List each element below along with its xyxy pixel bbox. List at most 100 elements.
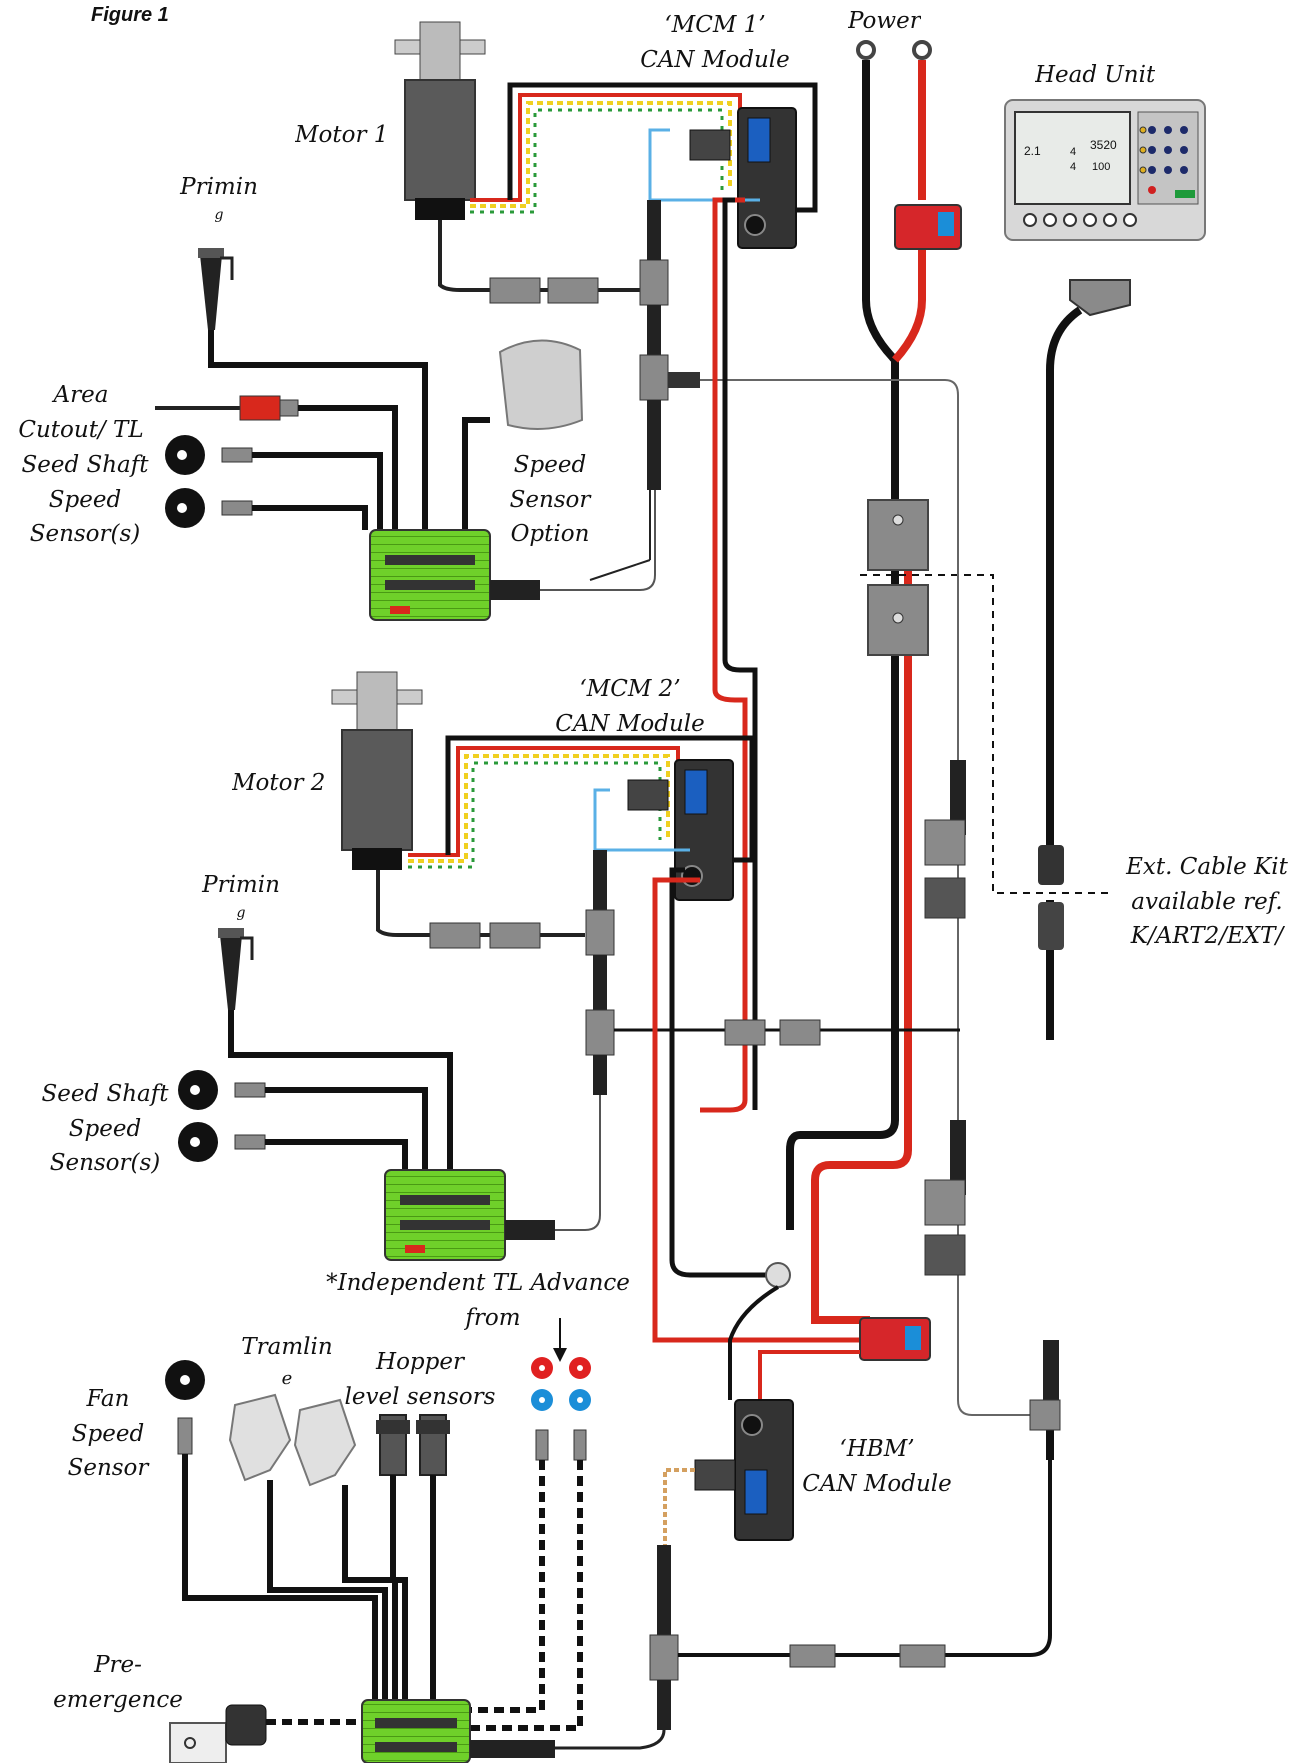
speed-sensor-group	[462, 339, 584, 530]
junction-box-3	[361, 1699, 555, 1763]
motor2-body	[341, 729, 413, 851]
pre-emergence-label: Pre- emergence	[48, 1648, 188, 1717]
ext-cable-dashed-bracket	[860, 574, 1112, 894]
mcm1-sleeve-1	[647, 200, 661, 260]
priming1-label: Primin g	[164, 170, 274, 234]
motor1-top	[419, 21, 461, 83]
bus-tee-right	[1029, 1399, 1061, 1431]
speed-sensor-label-line1: Speed	[513, 452, 587, 478]
head-unit-mid-value-2: 4	[1070, 161, 1076, 173]
hbm-fuse-window	[905, 1326, 921, 1350]
junction-box-3-body	[361, 1699, 471, 1763]
independent-tl-label-line1: *Independent TL Advance	[326, 1270, 630, 1296]
head-unit-soft-keys	[1023, 213, 1137, 227]
junction-box-3-terminals-b	[375, 1742, 457, 1752]
head-unit: 2.1 4 4 3520 100	[1004, 99, 1206, 241]
mcm1-label-line2: CAN Module	[640, 46, 790, 73]
mcm2-black-down	[669, 867, 770, 1278]
motor1-cable	[438, 220, 640, 292]
head-unit-keypad-keys	[1148, 126, 1188, 174]
tl-sensor-a	[535, 1429, 549, 1461]
head-unit-label: Head Unit	[1035, 62, 1156, 88]
fan-speed-label: Fan Speed Sensor	[58, 1382, 158, 1480]
priming2-hook	[240, 936, 254, 960]
hbm-connector-blue	[744, 1469, 768, 1515]
priming1-group	[198, 248, 428, 530]
head-unit-side-buttons	[1139, 126, 1147, 174]
hopper-sensor-a-cap	[376, 1420, 410, 1434]
hbm-small-connector	[694, 1459, 736, 1491]
tramline-cable-b	[342, 1485, 398, 1700]
tramline-group	[228, 1393, 398, 1700]
seed-shaft1-label: Seed Shaft Speed Sensor(s)	[10, 448, 160, 546]
junction-box-2-out-cable	[555, 1095, 601, 1231]
seed-shaft2-cable-b	[265, 1139, 408, 1170]
mcm2-small-connector	[627, 779, 669, 811]
power-splice-to-hbm	[728, 1285, 780, 1400]
mcm1-label-line1: ‘MCM 1’	[664, 12, 766, 38]
seed-shaft2-group	[178, 1070, 428, 1170]
junction-box-1-gland	[490, 580, 540, 600]
motor1-body	[404, 79, 476, 201]
tramline-label: Tramlin e	[232, 1330, 342, 1392]
seed-shaft2-label-line1: Seed Shaft	[41, 1081, 169, 1107]
seed-shaft1-sensor-a	[221, 447, 253, 463]
junction-box-2-label	[405, 1245, 425, 1253]
seed-shaft1-wheel-a-hub	[177, 450, 187, 460]
area-cutout-label-line2: Cutout/ TL	[18, 416, 144, 443]
mcm2-label: ‘MCM 2’ CAN Module	[545, 672, 715, 741]
tramline-valve-a	[228, 1393, 292, 1482]
power-splice	[728, 1262, 931, 1410]
hbm-label: ‘HBM’ CAN Module	[792, 1432, 962, 1501]
area-cutout-plug-cap	[279, 399, 299, 417]
priming1-label-line1: Primin	[180, 174, 258, 200]
tramline-valve-b	[293, 1398, 357, 1487]
hbm-sleeve-1	[657, 1545, 671, 1635]
bus-connector-4	[950, 1120, 966, 1195]
fan-speed-group	[165, 1360, 378, 1700]
hbm-side-connector-b	[899, 1644, 946, 1668]
priming2-label: Primin g	[186, 868, 296, 932]
seed-shaft1-cable-b	[252, 505, 368, 530]
hbm-tee	[649, 1634, 679, 1681]
head-unit-cable-sleeve-lower	[1043, 1340, 1059, 1400]
tramline-label-line1: Tramlin	[241, 1334, 333, 1360]
ext-cable-label: Ext. Cable Kit available ref. K/ART2/EXT…	[1112, 850, 1302, 946]
tl-sensor-b	[573, 1429, 587, 1461]
fan-speed-label-line1: Fan	[86, 1386, 130, 1412]
mcm1-small-connector	[689, 129, 731, 161]
hbm-wire-bundle	[663, 1468, 695, 1545]
bus-connector-5	[924, 1179, 966, 1226]
priming1-cap	[198, 248, 224, 258]
independent-tl-label-line2: from	[465, 1304, 521, 1331]
hbm-to-box-cable	[555, 1729, 666, 1750]
seed-shaft1-cable-a	[252, 452, 383, 530]
power-cable-group	[786, 40, 962, 1324]
tl-led-red-a-dot	[539, 1365, 545, 1371]
junction-box-1-terminals-a	[385, 555, 475, 565]
junction-box-1-out-cable	[490, 490, 656, 591]
mcm1-mount	[744, 214, 766, 236]
junction-box-2-body	[384, 1169, 506, 1261]
power-cable-red-lower	[811, 245, 926, 1324]
fan-speed-sensor	[177, 1417, 193, 1455]
mcm1-sleeve-3	[647, 400, 661, 490]
anderson-plug-top-pin	[892, 514, 904, 526]
mcm1-connector-blue	[747, 117, 771, 163]
speed-sensor-cable	[462, 417, 490, 530]
seed-shaft1-label-line3: Sensor(s)	[29, 521, 141, 546]
mcm2-label-line2: CAN Module	[555, 710, 705, 737]
speed-sensor-label-line2: Sensor	[509, 486, 591, 513]
fan-speed-label-line2: Speed	[71, 1420, 145, 1447]
seed-shaft1-group	[165, 435, 383, 530]
power-splice-node	[765, 1262, 791, 1288]
bus-connector-6	[924, 1234, 966, 1276]
mcm1-black-down	[722, 197, 758, 1110]
head-unit-left-value: 2.1	[1024, 144, 1041, 158]
pre-emergence-valve-port	[184, 1737, 196, 1749]
ext-cable-label-line3: K/ART2/EXT/	[1130, 923, 1284, 946]
priming2-group	[218, 928, 453, 1170]
ext-cable-connector-lower	[1038, 902, 1064, 950]
hbm-sleeve-2	[657, 1680, 671, 1730]
bus-connector-1	[950, 760, 966, 835]
